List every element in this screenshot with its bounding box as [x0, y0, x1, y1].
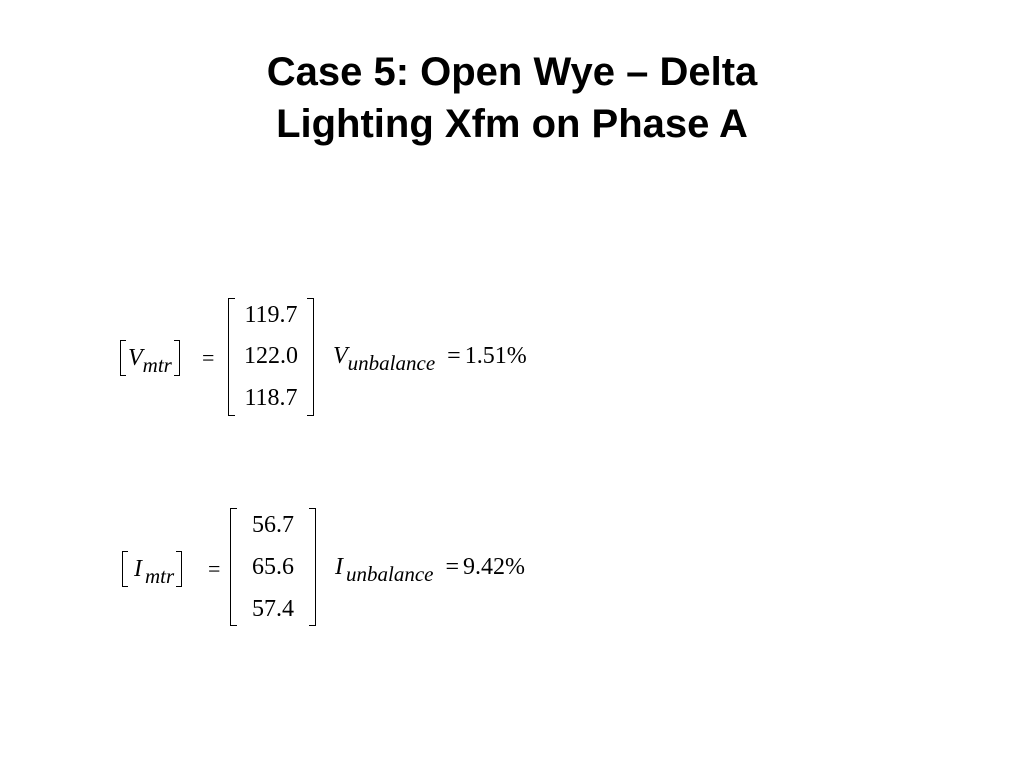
- voltage-unbalance-value: 1.51%: [464, 343, 527, 369]
- matrix-left-bracket: [230, 508, 237, 626]
- voltage-symbol: V: [128, 344, 143, 371]
- title-line-2: Lighting Xfm on Phase A: [276, 102, 748, 146]
- current-unbalance-symbol: I: [335, 554, 343, 580]
- left-bracket: [120, 340, 126, 376]
- current-symbol: I: [134, 555, 142, 582]
- voltage-value-a: 119.7: [244, 302, 298, 328]
- voltage-unbalance-equals: =: [447, 343, 461, 369]
- current-value-a: 56.7: [252, 512, 294, 538]
- left-bracket: [122, 551, 128, 587]
- slide-title: Case 5: Open Wye – Delta Lighting Xfm on…: [0, 46, 1024, 150]
- current-unbalance-equals: =: [445, 554, 460, 580]
- voltage-unbalance-symbol: V: [333, 343, 348, 369]
- voltage-unbalance-subscript: unbalance: [347, 351, 436, 375]
- current-unbalance-value: 9.42%: [463, 554, 526, 580]
- right-bracket: [173, 340, 180, 376]
- matrix-right-bracket: [309, 508, 316, 626]
- matrix-right-bracket: [307, 298, 314, 416]
- voltage-equals-sign: =: [202, 345, 215, 370]
- voltage-matrix: 119.7 122.0 118.7: [228, 298, 314, 418]
- current-subscript: mtr: [145, 563, 175, 588]
- voltage-unbalance: Vunbalance =1.51%: [333, 343, 527, 375]
- voltage-subscript: mtr: [142, 352, 172, 377]
- current-matrix: 56.7 65.6 57.4: [230, 508, 316, 628]
- current-equals-sign: =: [208, 556, 221, 581]
- title-line-1: Case 5: Open Wye – Delta: [266, 50, 758, 94]
- current-value-b: 65.6: [252, 554, 294, 580]
- current-value-c: 57.4: [252, 596, 294, 622]
- current-unbalance-subscript: unbalance: [346, 562, 434, 586]
- matrix-left-bracket: [228, 298, 235, 416]
- voltage-value-b: 122.0: [244, 343, 298, 369]
- voltage-value-c: 118.7: [244, 385, 298, 411]
- right-bracket: [176, 551, 183, 587]
